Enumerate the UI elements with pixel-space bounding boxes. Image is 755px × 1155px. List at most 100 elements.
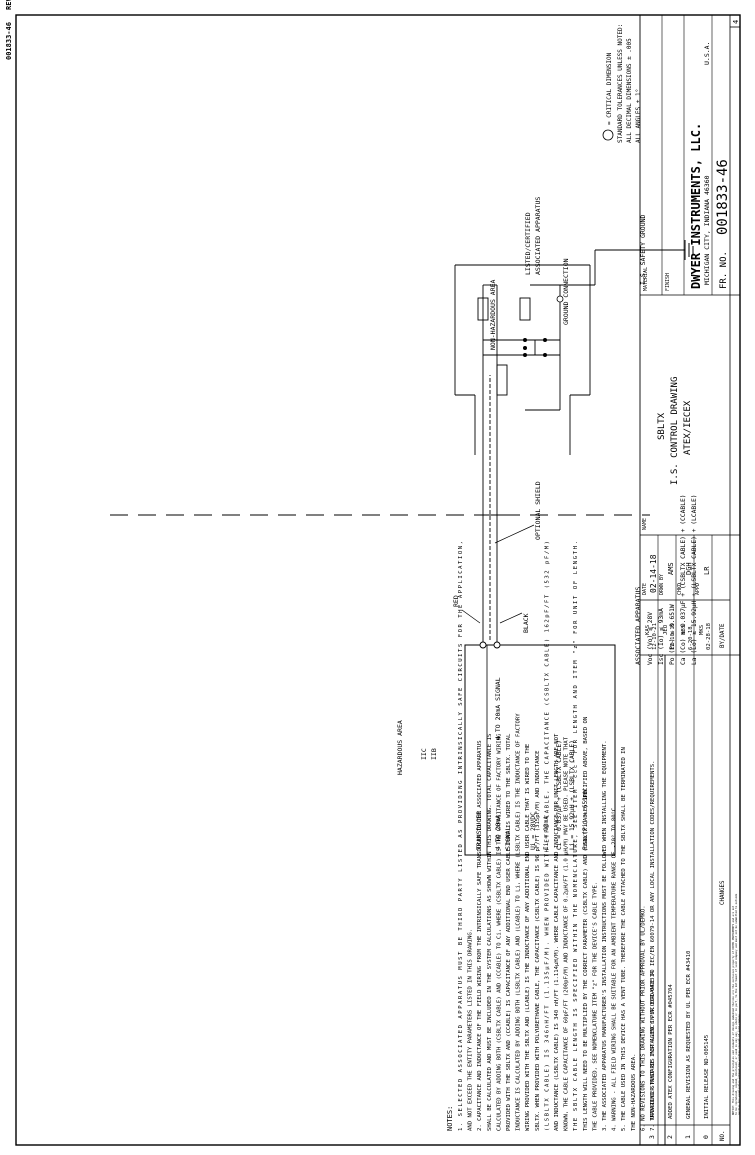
gas-group-iic: IIC xyxy=(420,748,428,760)
note-line: 7. TRANSDUCER MUST BE INSTALLED IN ACCOR… xyxy=(650,761,656,1131)
transducer-box xyxy=(464,644,616,856)
note-line: AND NOT EXCEED THE ENTITY PARAMETERS LIS… xyxy=(468,929,474,1131)
drawing-name-1: SBLTX xyxy=(657,412,667,440)
notice-line: parties for examination without the writ… xyxy=(737,1013,741,1115)
revision-desc: UPDATING STANDARDS FOR AGENCY PER ECR-04… xyxy=(650,970,656,1119)
associated-param: Isc (Io) ≤ 93mA xyxy=(658,608,665,665)
associated-title: ASSOCIATED APPARATUS xyxy=(634,587,642,665)
revision-no: 0 xyxy=(702,1135,710,1139)
note-line: 1. SELECTED ASSOCIATED APPARATUS MUST BE… xyxy=(458,541,464,1131)
revision-desc: GENERAL REVISION AS REQUESTED BY UL PER … xyxy=(686,951,692,1119)
non-hazardous-label: NON-HAZARDOUS AREA xyxy=(489,279,497,350)
associated-param: Ca (Co) ≥ 0.037µF + (CSBLTX CABLE) + (CC… xyxy=(680,494,687,665)
transducer-param: Ui = 28VDC xyxy=(530,812,537,850)
note-line: 6. NO REVISIONS TO THIS DRAWING WITHOUT … xyxy=(640,905,646,1131)
company-address: MICHIGAN CITY, INDIANA 46360 xyxy=(703,175,711,285)
checked-label: CHKD xyxy=(677,583,683,595)
tolerance-line-2: ALL DECIMAL DIMENSIONS ± .005 xyxy=(626,38,633,143)
tolerance-line-1: STANDARD TOLERANCES UNLESS NOTED: xyxy=(617,24,624,143)
associated-params: Voc (Vo) ≤ 28V Isc (Io) ≤ 93mA Po (Po) ≤ 0… xyxy=(647,494,698,665)
notice-line: NOTICE: This drawing and the principles … xyxy=(731,905,735,1115)
approved-label: APPD xyxy=(695,583,701,595)
wire-red-label: RED xyxy=(452,595,460,607)
revision-no: 3 xyxy=(648,1135,656,1139)
tolerance-block: = CRITICAL DIMENSION STANDARD TOLERANCES… xyxy=(602,24,642,143)
drawn-by-value: AMS xyxy=(667,562,675,575)
drawn-by-label: DRWN BY xyxy=(659,574,665,595)
non-hazardous-area: NON-HAZARDOUS AREA xyxy=(454,197,694,515)
note-line: 3. THE ASSOCIATED APPARATUS MANUFACTURER… xyxy=(602,740,608,1131)
revision-by: BBS xyxy=(681,625,687,635)
ground-connection-label: GROUND CONNECTION xyxy=(562,258,570,325)
transducer-params: Ui = 28VDC Ii = 93mA Ci = 0.037µF + (CSBLT… xyxy=(530,740,589,850)
critical-dimension-icon xyxy=(602,129,614,141)
note-line: THIS LENGTH WILL NEED TO BE MULTIPLIED B… xyxy=(583,717,589,1131)
notice-line: to be reproduced, copied, disclosed, or … xyxy=(734,893,738,1115)
fr-no-value: 001833-46 xyxy=(715,159,731,235)
transducer-param: Ii = 93mA xyxy=(543,816,550,850)
critical-dimension-text: = CRITICAL DIMENSION xyxy=(606,52,613,125)
note-line: 5. THE CABLE USED IN THIS DEVICE HAS A V… xyxy=(621,747,627,1131)
note-line: SBLTX. WHEN PROVIDED WITH POLYURETHANE C… xyxy=(535,750,541,1131)
notes-block: NOTES: 1. SELECTED ASSOCIATED APPARATUS … xyxy=(446,541,656,1131)
safety-ground-label: I.S. SAFETY GROUND xyxy=(639,214,647,285)
revision-date: 02-28-18 xyxy=(706,622,712,650)
associated-param: Voc (Vo) ≤ 28V xyxy=(647,612,654,665)
revision-by: MKS xyxy=(699,625,705,635)
note-line: 2. CAPACITANCE AND INDUCTANCE OF THE FIE… xyxy=(477,740,483,1131)
checked-value: DGH xyxy=(685,562,693,575)
note-line: (LSBLTX CABLE) IS 346nH/FT (1.135µF/M). … xyxy=(544,541,550,1131)
col-no: NO. xyxy=(720,1131,726,1141)
finish-label: FINISH xyxy=(665,273,671,291)
date-label: DATE xyxy=(642,583,648,595)
field-wiring xyxy=(478,375,502,649)
note-line: SHALL BE CALCULATED AND MUST BE INCLUDED… xyxy=(487,734,493,1131)
revision-no: 2 xyxy=(666,1135,674,1139)
company-country: U.S.A. xyxy=(703,42,711,65)
transducer-param: Pmax(Pi) = 651mW xyxy=(582,789,589,850)
note-line: 4. WARNING - ALL FIELD WIRING SHALL BE S… xyxy=(612,804,618,1131)
hazardous-area-label: HAZARDOUS AREA xyxy=(396,720,404,775)
signal-label: 4 TO 20mA SIGNAL xyxy=(494,677,502,740)
associated-param: Po (Po) ≤ 0.651W xyxy=(669,604,676,665)
revision-no: 1 xyxy=(684,1135,692,1139)
title-block-content: 3 UPDATING STANDARDS FOR AGENCY PER ECR-0… xyxy=(640,15,741,1145)
hazardous-area: HAZARDOUS AREA IIC IIB TRANSDUCER 4 TO 2… xyxy=(396,494,698,856)
note-line: CALCULATED BY ADDING BOTH (CSBLTX CABLE)… xyxy=(496,733,502,1131)
transducer-signal-2: SIGNAL xyxy=(504,826,512,850)
revision-by: KAS xyxy=(645,625,651,635)
note-line: INDUCTANCE IS CALCULATED BY ADDING BOTH … xyxy=(516,713,522,1131)
transducer-signal-1: 4 TO 20mA xyxy=(494,815,502,850)
sheet-rev: 4 xyxy=(732,20,740,24)
note-line: PROVIDED WITH THE SBLTX AND (CCABLE) IS … xyxy=(506,733,512,1131)
revision-desc: INITIAL RELEASE ND-005145 xyxy=(704,1035,710,1119)
approved-value: LR xyxy=(703,566,711,575)
material-label: MATERIAL xyxy=(643,267,649,291)
name-label: NAME xyxy=(642,518,648,530)
notes-title: NOTES: xyxy=(446,1106,454,1131)
drawing-name-2: I.S. CONTROL DRAWING xyxy=(670,377,680,485)
transducer-title: TRANSDUCER xyxy=(475,811,483,850)
note-line: WIRING PROVIDED WITH THE SBLTX AND (LCAB… xyxy=(525,743,531,1131)
optional-shield-label: OPTIONAL SHIELD xyxy=(534,481,542,540)
col-by-date: BY/DATE xyxy=(720,623,726,648)
date-value: 02-14-18 xyxy=(649,554,658,593)
corner-code: 001833-46 xyxy=(5,22,13,60)
listed-apparatus-line1: LISTED/CERTIFIED xyxy=(524,212,532,275)
transducer-param: Ci = 0.037µF + (CSBLTX CABLE) xyxy=(556,740,563,850)
company-name: DWYER INSTRUMENTS, LLC. xyxy=(689,123,703,289)
title-block xyxy=(639,14,741,1146)
tolerance-line-3: ALL ANGLES ± 1° xyxy=(635,89,642,143)
revision-date: 12-10-21 xyxy=(652,623,658,650)
corner-rev: REV 4 xyxy=(5,0,13,10)
note-line: AND INDUCTANCE (LSBLTX CABLE) IS 340 nH/… xyxy=(554,733,560,1131)
fr-no-label: FR. NO. xyxy=(719,251,729,289)
col-changes: CHANGES xyxy=(720,880,726,905)
note-line: KNOWN, THE CABLE CAPACITANCE OF 60pF/FT … xyxy=(564,736,570,1131)
revision-desc: ADDED ATEX CONFIGURATION PER ECR #045704 xyxy=(668,984,674,1119)
listed-apparatus-line2: ASSOCIATED APPARATUS xyxy=(534,197,542,275)
sheet-border xyxy=(15,14,741,1146)
corner-tag: 001833-46 REV 4 xyxy=(5,0,13,60)
